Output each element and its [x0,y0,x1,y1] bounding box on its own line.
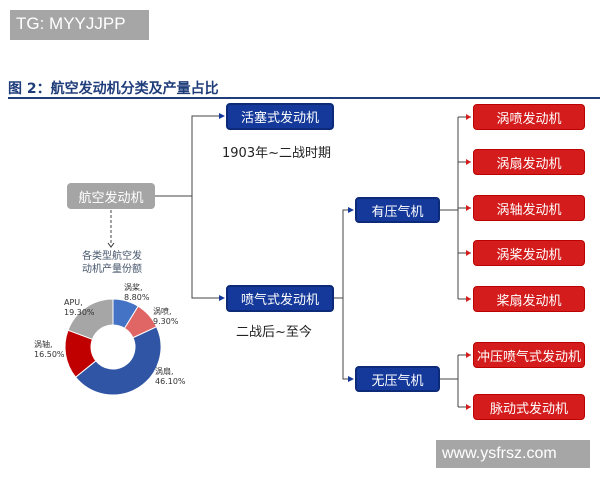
title-rule [8,97,600,99]
pie-label-apu: APU,19.30% [64,298,95,317]
pie-label-turboshaft: 涡轴,16.50% [34,340,65,359]
node-jet-engine: 喷气式发动机 [226,285,334,312]
node-propfan: 桨扇发动机 [473,286,585,312]
watermark-bottom: www.ysfrsz.com [436,440,590,468]
node-pulsejet: 脉动式发动机 [473,394,585,420]
node-turbojet: 涡喷发动机 [473,104,585,130]
pie-label-turbojet: 涡喷,9.30% [153,307,179,326]
pie-slice-2 [74,326,162,396]
watermark-top: TG: MYYJJPP [10,10,149,40]
node-ramjet: 冲压喷气式发动机 [473,342,585,368]
jet-period: 二战后~至今 [236,325,312,340]
donut-chart [64,298,162,396]
figure-title: 图 2：航空发动机分类及产量占比 [8,81,219,97]
node-turboprop: 涡桨发动机 [473,240,585,266]
pie-caption-line1: 各类型航空发 [82,251,142,262]
piston-period: 1903年~二战时期 [222,146,331,161]
pie-slice-4 [67,298,114,340]
node-with-compressor: 有压气机 [355,197,440,223]
pie-caption: 各类型航空发 动机产量份额 [70,250,154,276]
node-piston-engine: 活塞式发动机 [226,103,334,130]
pie-caption-line2: 动机产量份额 [82,264,142,275]
node-turbofan: 涡扇发动机 [473,149,585,175]
node-without-compressor: 无压气机 [355,366,440,392]
pie-label-turbofan: 涡扇,46.10% [155,367,186,386]
pie-label-turboprop: 涡桨,8.80% [124,283,150,302]
node-turboshaft: 涡轴发动机 [473,195,585,221]
node-aero-engine: 航空发动机 [67,183,155,209]
